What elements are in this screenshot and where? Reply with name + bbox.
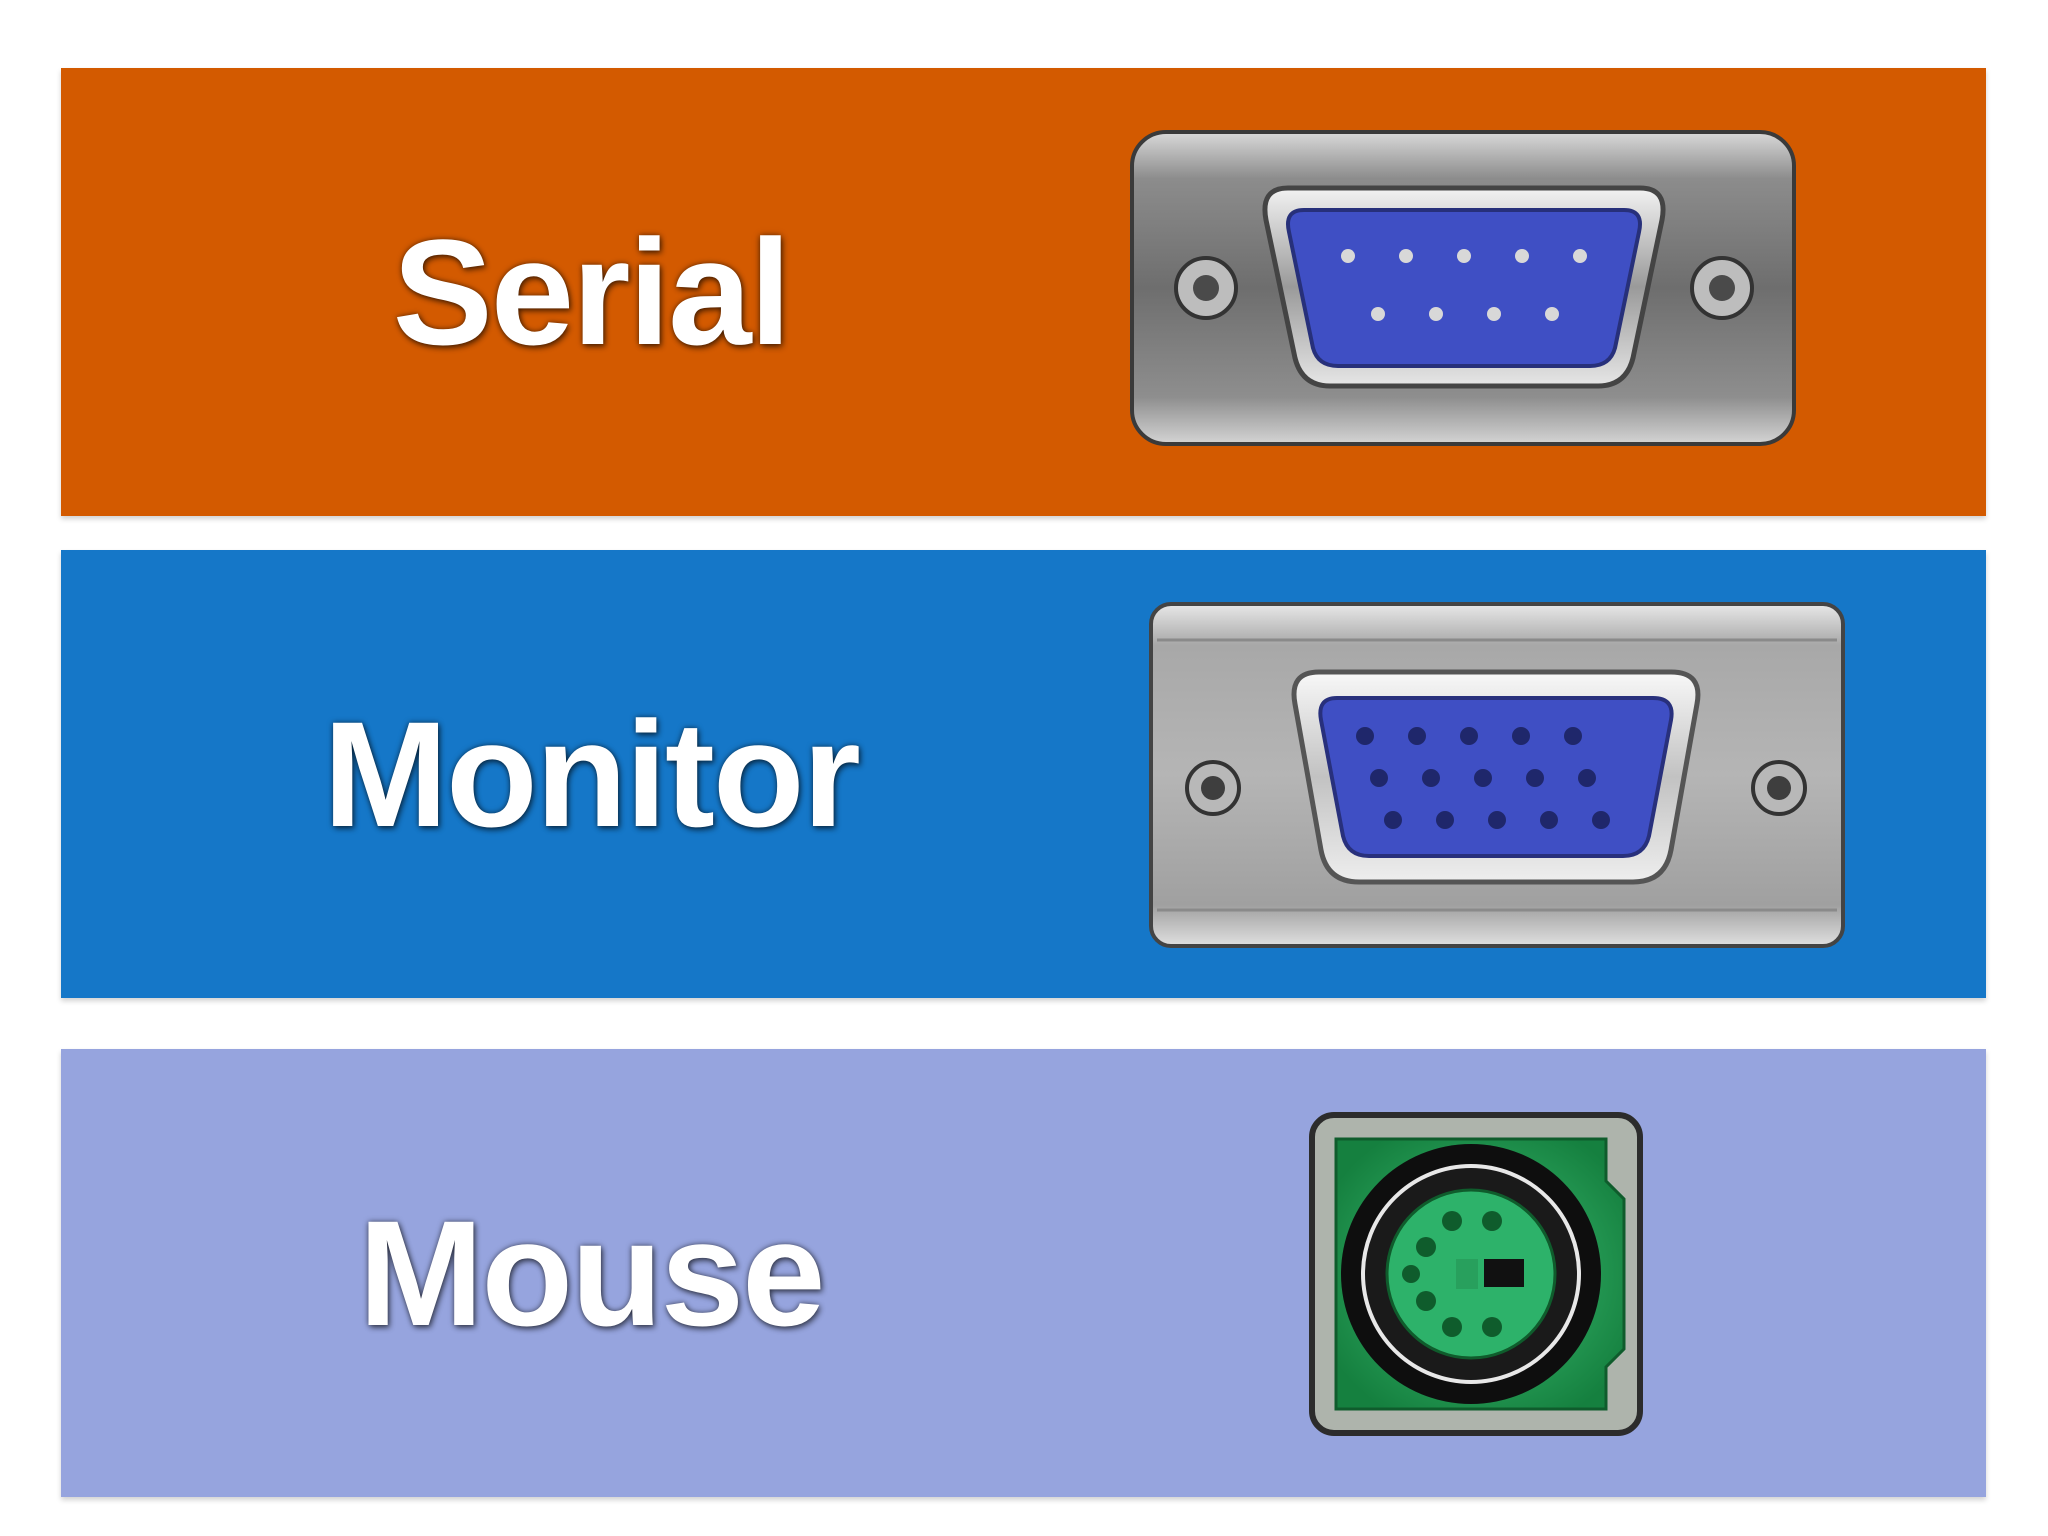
ps2-mouse-connector-icon <box>1306 1109 1646 1439</box>
monitor-label: Monitor <box>323 689 861 858</box>
serial-port-row: Serial <box>61 68 1986 516</box>
mouse-label: Mouse <box>358 1188 825 1357</box>
serial-label: Serial <box>392 207 792 376</box>
vga-monitor-connector-icon <box>1147 600 1847 950</box>
monitor-port-row: Monitor <box>61 550 1986 998</box>
mouse-port-row: Mouse <box>61 1049 1986 1497</box>
db9-serial-connector-icon <box>1128 128 1798 448</box>
